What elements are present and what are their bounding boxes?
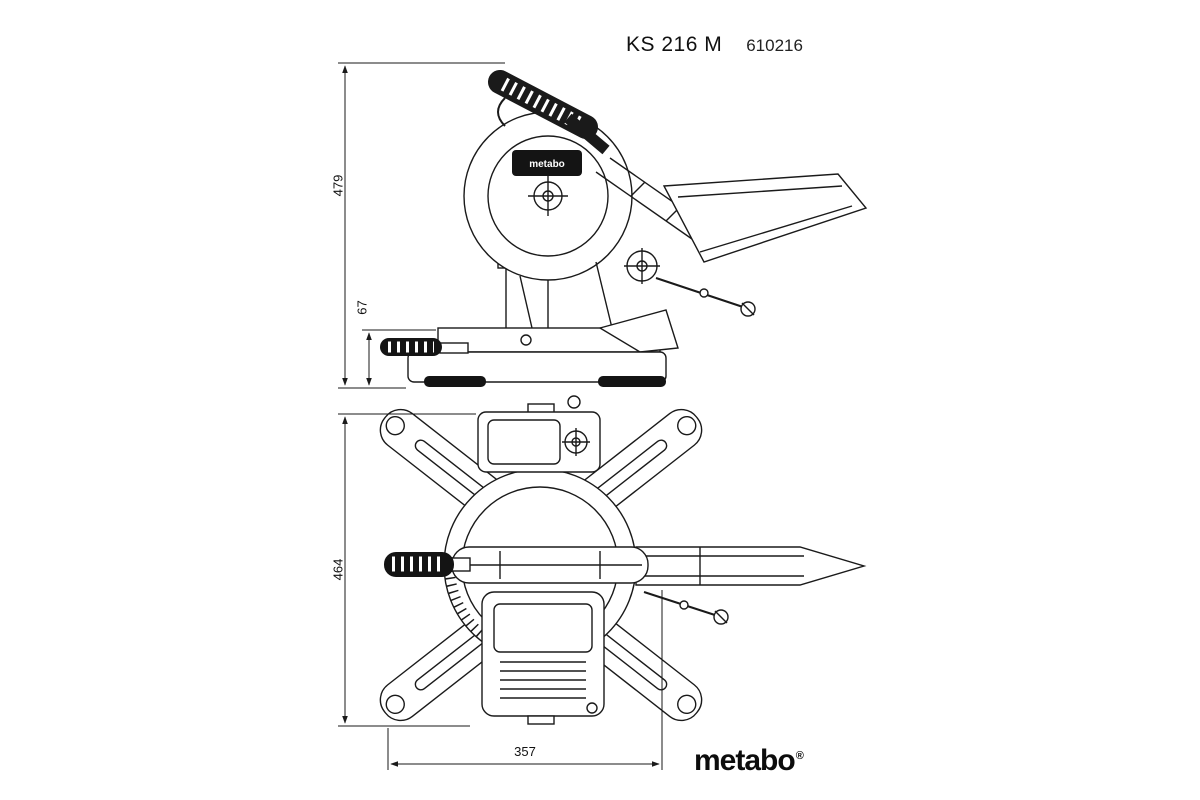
registered-trademark-icon: ®: [795, 750, 804, 762]
saw-base: [407, 309, 679, 387]
pivot-assembly: [624, 248, 756, 317]
dust-chute: [662, 173, 868, 263]
saw-handle: [488, 70, 610, 155]
metabo-logo-text: metabo: [694, 744, 796, 777]
upper-body-top-view: [477, 395, 601, 473]
dimension-annotations: [338, 62, 663, 770]
side-view-drawing: metabo: [380, 70, 868, 387]
brand-plate: [512, 150, 582, 176]
brand-plate-text: metabo: [529, 159, 565, 170]
dimension-overall-depth-label: 464: [330, 558, 346, 581]
dimension-base-width-label: 357: [514, 744, 536, 759]
model-name: KS 216 M: [626, 33, 723, 56]
dimension-table-height-label: 67: [354, 300, 370, 315]
metabo-logo: metabo®: [694, 744, 804, 778]
title-block: KS 216 M 610216: [626, 33, 803, 57]
dimension-overall-height-label: 479: [330, 174, 346, 197]
fence-arm: [635, 546, 867, 586]
top-view-drawing: [379, 395, 867, 725]
clamp-screw-top-view: [643, 591, 729, 625]
handle-top-view: [384, 552, 471, 577]
blade-arm-top: [451, 546, 649, 584]
clamp-handle: [380, 338, 469, 356]
lower-body-top-view: [481, 591, 605, 725]
article-number: 610216: [746, 36, 803, 55]
